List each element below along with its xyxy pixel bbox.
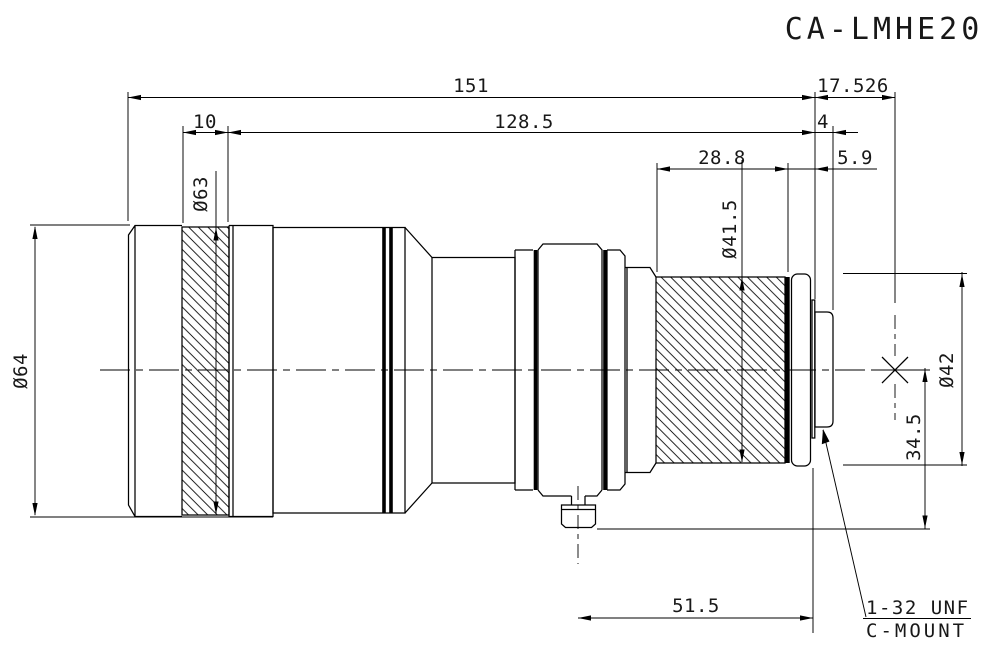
clamp-screw <box>560 496 597 529</box>
front-ring <box>228 224 274 518</box>
dim-grip-to-flange-label: 128.5 <box>494 111 554 133</box>
dim-flange-diameter-label: Ø42 <box>936 352 958 388</box>
dim-front-diameter-label: Ø64 <box>10 353 32 389</box>
front-barrel <box>127 224 182 518</box>
flange-ring <box>790 273 812 467</box>
dim-rear-knurl-length-label: 28.8 <box>698 147 746 169</box>
dim-front-grip-diameter: Ø63 <box>190 171 219 515</box>
flange-focal-point-marker <box>881 356 909 384</box>
extension-lines <box>30 92 967 633</box>
focus-grip-ring <box>181 226 230 516</box>
dim-rear-knurl-diameter: Ø41.5 <box>719 160 745 463</box>
dim-flange-focal-distance: 17.526 <box>815 75 895 101</box>
c-mount-thread <box>814 311 834 428</box>
dim-screw-to-flange-label: 51.5 <box>672 595 720 617</box>
dim-screw-to-flange: 51.5 <box>578 595 813 621</box>
drawing-title: CA-LMHE20 <box>785 12 984 47</box>
dim-thread-protrusion: 4 <box>817 111 846 136</box>
mid-barrel <box>272 226 433 514</box>
dim-rear-knurl-diameter-label: Ø41.5 <box>719 199 741 259</box>
dim-knurl-to-flange-label: 5.9 <box>837 147 873 169</box>
ring-stack <box>514 243 657 497</box>
dim-grip-to-flange: 128.5 <box>228 111 815 136</box>
lens-body <box>127 224 834 529</box>
dim-axis-to-screw-bottom-label: 34.5 <box>903 413 925 461</box>
dim-axis-to-screw-bottom: 34.5 <box>903 368 928 529</box>
mount-type-label: C-MOUNT <box>866 620 967 642</box>
dim-front-grip-diameter-label: Ø63 <box>190 176 212 212</box>
rear-knurl-ring <box>655 276 786 464</box>
dim-knurl-to-flange: 5.9 <box>815 147 873 172</box>
dim-thread-protrusion-label: 4 <box>817 111 829 133</box>
dim-overall-length: 151 <box>128 75 815 101</box>
dim-overall-length-label: 151 <box>453 75 489 97</box>
dim-front-diameter: Ø64 <box>10 226 38 516</box>
mount-thread-spec-label: 1-32 UNF <box>866 597 970 619</box>
dim-rear-knurl-length: 28.8 <box>657 147 877 172</box>
dim-front-grip-width: 10 <box>183 111 858 136</box>
dim-flange-focal-distance-label: 17.526 <box>817 75 889 97</box>
dim-flange-diameter: Ø42 <box>936 272 965 466</box>
dim-front-grip-width-label: 10 <box>193 111 217 133</box>
mount-callout: 1-32 UNF C-MOUNT <box>821 429 971 642</box>
